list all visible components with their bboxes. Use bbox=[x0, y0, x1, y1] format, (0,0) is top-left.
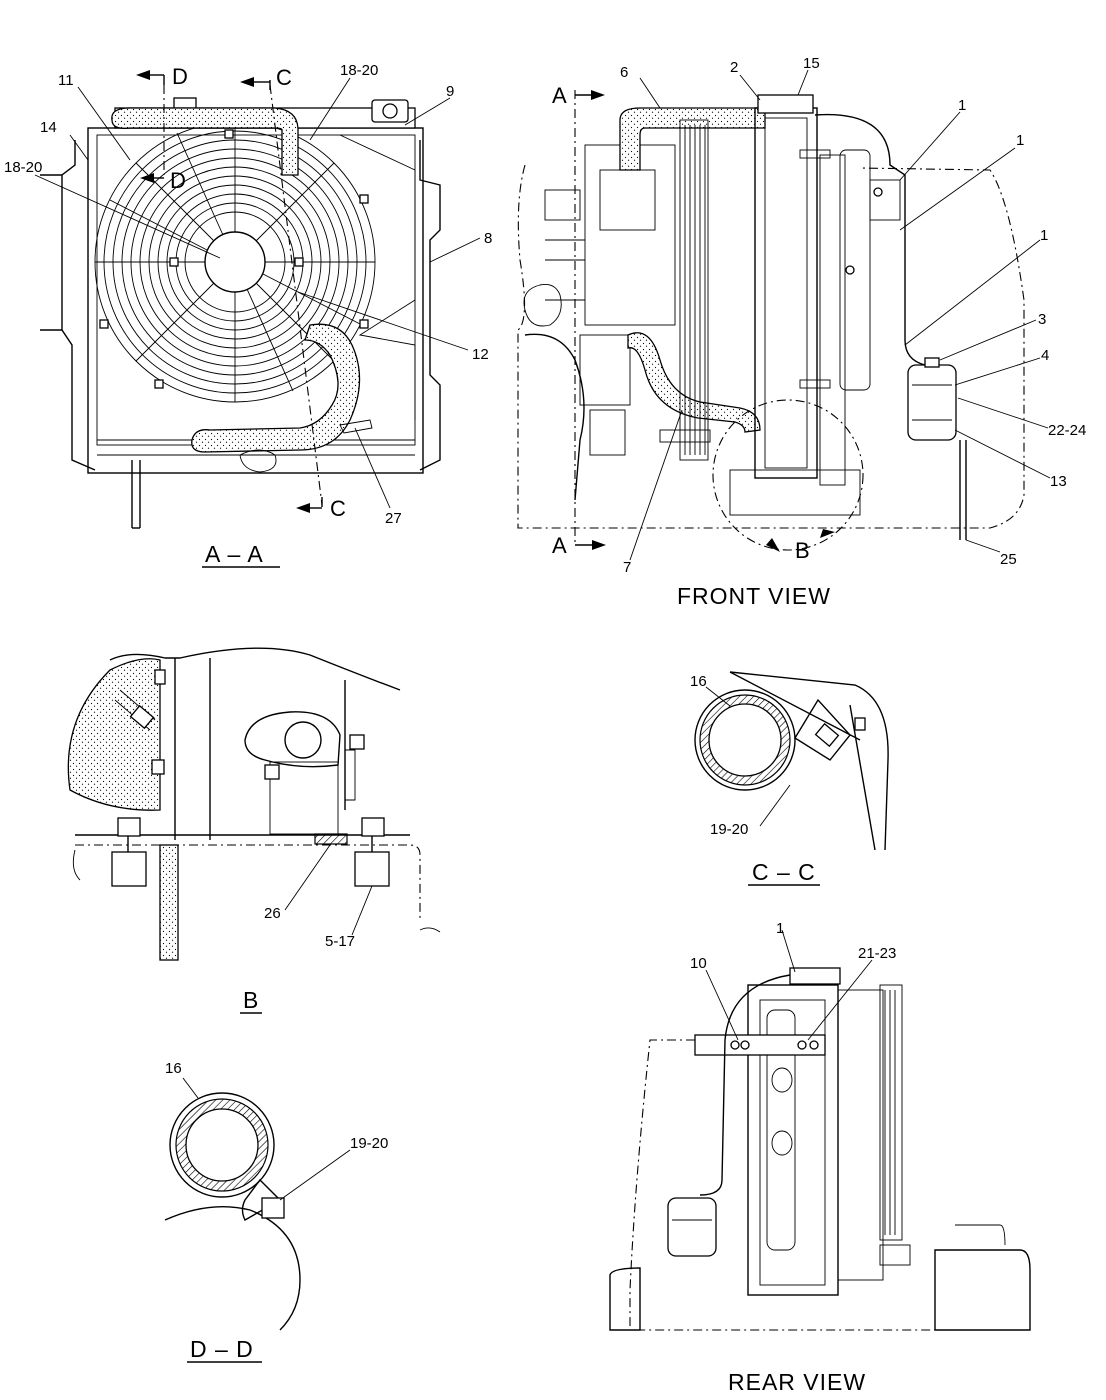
callout-6: 6 bbox=[620, 64, 628, 81]
fan-guard bbox=[94, 121, 376, 403]
section-cc-view: 16 19-20 C – C bbox=[690, 671, 889, 886]
section-cc-clamp bbox=[694, 689, 796, 791]
section-mark-a-top: A bbox=[552, 83, 567, 108]
callout-9: 9 bbox=[446, 83, 454, 100]
callout-16-dd: 16 bbox=[165, 1060, 182, 1077]
lower-hose-7 bbox=[627, 332, 761, 433]
title-detail-b: B bbox=[243, 987, 259, 1013]
rear-radiator-core bbox=[747, 984, 839, 1296]
front-view: A A B 6 2 15 1 1 1 3 4 22-24 13 25 7 FRO… bbox=[517, 55, 1086, 609]
rear-fan-guard bbox=[879, 984, 903, 1241]
callout-14: 14 bbox=[40, 119, 57, 136]
rear-overflow-tube bbox=[699, 974, 791, 1196]
callout-18-20-left: 18-20 bbox=[4, 159, 42, 176]
callout-10: 10 bbox=[690, 955, 707, 972]
rear-chassis-outline bbox=[629, 1039, 1025, 1331]
section-dd-clamp bbox=[169, 1092, 275, 1198]
chassis-outline bbox=[517, 164, 1025, 529]
callout-7: 7 bbox=[623, 559, 631, 576]
engine-block bbox=[524, 333, 585, 501]
upper-hose-6 bbox=[619, 107, 766, 171]
title-section-aa: A – A bbox=[205, 541, 264, 567]
filler-cap bbox=[173, 97, 197, 109]
shroud-inner-frame bbox=[96, 134, 416, 446]
callout-18-20-top: 18-20 bbox=[340, 62, 378, 79]
callout-11: 11 bbox=[58, 72, 74, 89]
rear-fender bbox=[609, 1267, 641, 1331]
right-support-outline bbox=[419, 140, 441, 471]
callout-25: 25 bbox=[1000, 551, 1017, 568]
upper-radiator-hose bbox=[111, 107, 299, 176]
title-rear-view: REAR VIEW bbox=[728, 1369, 866, 1395]
rear-right-block bbox=[934, 1249, 1031, 1331]
overflow-tube bbox=[814, 113, 926, 366]
rear-bracket-10 bbox=[694, 1034, 826, 1056]
callout-21-23: 21-23 bbox=[858, 945, 896, 962]
fan-guard-side bbox=[679, 119, 709, 461]
callout-3: 3 bbox=[1038, 311, 1046, 328]
callout-19-20-dd: 19-20 bbox=[350, 1135, 388, 1152]
section-dd-hose-bore bbox=[185, 1108, 259, 1182]
section-dd-body bbox=[164, 1206, 301, 1331]
rear-view: 1 10 21-23 REAR VIEW bbox=[609, 920, 1031, 1395]
front-view-leaders bbox=[629, 69, 1051, 561]
callout-19-20-cc: 19-20 bbox=[710, 821, 748, 838]
section-dd-view: 16 19-20 D – D bbox=[164, 1060, 388, 1363]
oil-cooler bbox=[839, 149, 871, 391]
callout-5-17: 5-17 bbox=[325, 933, 355, 950]
left-support-edges bbox=[40, 174, 62, 331]
title-front-view: FRONT VIEW bbox=[677, 583, 831, 609]
section-mark-a-bottom: A bbox=[552, 533, 567, 558]
detail-b-frame-rail bbox=[75, 844, 421, 920]
radiator-core bbox=[754, 107, 818, 479]
section-line-cc bbox=[269, 84, 323, 506]
detail-b-tank-body bbox=[269, 761, 339, 835]
callout-8: 8 bbox=[484, 230, 492, 247]
detail-b-bolt-left bbox=[117, 817, 141, 837]
callout-1-rear: 1 bbox=[776, 920, 784, 937]
coolant-reservoir bbox=[907, 364, 957, 441]
callout-12: 12 bbox=[472, 346, 489, 363]
callout-13: 13 bbox=[1050, 473, 1067, 490]
radiator-top-tank bbox=[757, 94, 814, 114]
section-mark-d-bottom: D bbox=[170, 168, 186, 193]
detail-b-hose bbox=[67, 658, 161, 811]
section-aa-view: D C D C 11 14 18-20 18-20 9 8 12 27 A – … bbox=[4, 62, 492, 568]
section-mark-c-bottom: C bbox=[330, 496, 346, 521]
section-dd-bolt bbox=[261, 1197, 285, 1219]
section-mark-d-top: D bbox=[172, 64, 188, 89]
detail-circle-b bbox=[712, 399, 864, 551]
section-cc-hose-bore bbox=[708, 703, 782, 777]
detail-b-top-edge bbox=[109, 647, 401, 691]
detail-b-view: 26 5-17 B bbox=[67, 647, 441, 1014]
rear-oil-cooler bbox=[766, 1009, 796, 1251]
section-mark-b: B bbox=[795, 538, 810, 563]
detail-b-pad-26 bbox=[314, 833, 348, 845]
detail-b-bolt-right bbox=[361, 817, 385, 837]
callout-4: 4 bbox=[1041, 347, 1049, 364]
callout-27: 27 bbox=[385, 510, 402, 527]
title-section-dd: D – D bbox=[190, 1336, 254, 1362]
shroud-panel bbox=[339, 134, 416, 420]
detail-b-tube bbox=[159, 844, 179, 961]
callout-1-middle: 1 bbox=[1016, 132, 1024, 149]
callout-26: 26 bbox=[264, 905, 281, 922]
rear-coolant-reservoir bbox=[667, 1197, 717, 1257]
section-cc-panel bbox=[729, 671, 889, 851]
callout-2: 2 bbox=[730, 59, 738, 76]
section-aa-leaders bbox=[34, 77, 481, 509]
callout-15: 15 bbox=[803, 55, 820, 72]
section-mark-c-top: C bbox=[276, 65, 292, 90]
callout-22-24: 22-24 bbox=[1048, 422, 1086, 439]
callout-1-lower: 1 bbox=[1040, 227, 1048, 244]
title-section-cc: C – C bbox=[752, 859, 816, 885]
callout-1-top: 1 bbox=[958, 97, 966, 114]
callout-16-cc: 16 bbox=[690, 673, 707, 690]
lower-radiator-hose bbox=[191, 323, 361, 453]
